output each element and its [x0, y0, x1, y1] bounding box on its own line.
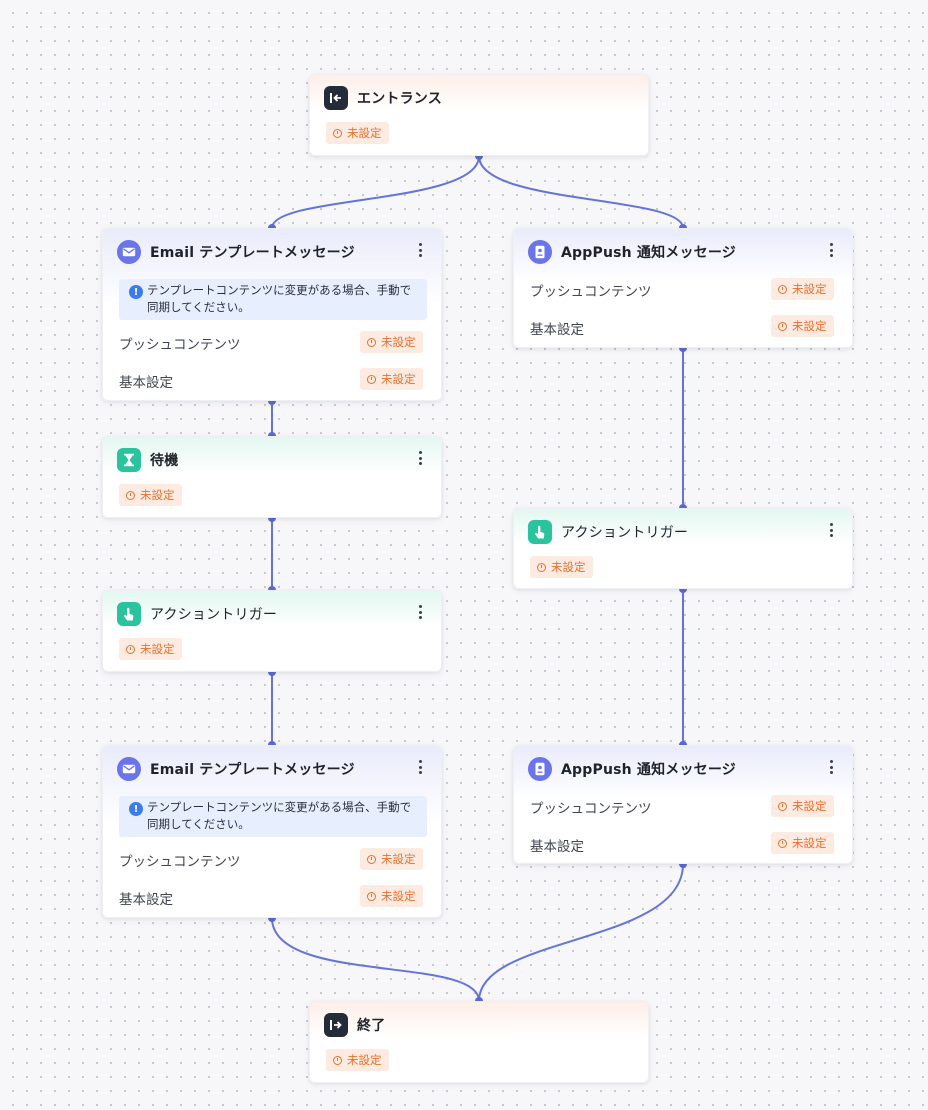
hourglass-icon [117, 448, 141, 472]
more-options-icon[interactable] [828, 521, 834, 539]
email-message-node[interactable]: Email テンプレートメッセージ ! テンプレートコンテンツに変更がある場合、… [102, 745, 442, 918]
email-icon [117, 757, 141, 781]
node-header: 待機 [117, 447, 178, 473]
node-header: Email テンプレートメッセージ [117, 756, 355, 782]
info-icon: ! [129, 802, 143, 816]
more-options-icon[interactable] [417, 449, 423, 467]
status-badge[interactable]: 未設定 [530, 556, 593, 578]
warning-circle-icon [126, 490, 135, 500]
node-title: アクショントリガー [150, 607, 278, 623]
sync-notice: ! テンプレートコンテンツに変更がある場合、手動で同期してください。 [119, 796, 427, 837]
warning-circle-icon [333, 1055, 342, 1065]
push-content-label: プッシュコンテンツ [530, 801, 652, 817]
sync-notice: ! テンプレートコンテンツに変更がある場合、手動で同期してください。 [119, 279, 427, 320]
entrance-node[interactable]: エントランス 未設定 [309, 74, 649, 156]
node-header: 終了 [324, 1012, 385, 1038]
more-options-icon[interactable] [417, 758, 423, 776]
node-header: アクショントリガー [117, 601, 277, 627]
push-content-label: プッシュコンテンツ [530, 284, 652, 300]
warning-circle-icon [333, 128, 342, 138]
wait-node[interactable]: 待機 未設定 [102, 436, 442, 518]
warning-circle-icon [778, 801, 787, 811]
email-message-node[interactable]: Email テンプレートメッセージ ! テンプレートコンテンツに変更がある場合、… [102, 228, 442, 401]
warning-circle-icon [367, 891, 376, 901]
basic-settings-label: 基本設定 [530, 322, 584, 338]
entrance-icon [324, 86, 348, 110]
app-push-node[interactable]: AppPush 通知メッセージ プッシュコンテンツ 未設定 基本設定 未設定 [513, 228, 853, 348]
edge-entrance-email1 [271, 155, 480, 229]
node-header: Email テンプレートメッセージ [117, 239, 355, 265]
node-title: エントランス [357, 91, 442, 107]
warning-circle-icon [367, 337, 376, 347]
status-badge[interactable]: 未設定 [771, 315, 834, 337]
node-title: AppPush 通知メッセージ [561, 245, 736, 261]
node-title: AppPush 通知メッセージ [561, 762, 736, 778]
node-header: アクショントリガー [528, 519, 688, 545]
edge-email2-end [271, 917, 480, 1002]
email-icon [117, 240, 141, 264]
node-header: エントランス [324, 85, 442, 111]
status-badge[interactable]: 未設定 [360, 885, 423, 907]
app-push-icon [528, 240, 552, 264]
end-node[interactable]: 終了 未設定 [309, 1001, 649, 1083]
push-content-label: プッシュコンテンツ [119, 337, 241, 353]
node-title: Email テンプレートメッセージ [150, 762, 355, 778]
warning-circle-icon [537, 562, 546, 572]
status-badge[interactable]: 未設定 [771, 795, 834, 817]
warning-circle-icon [126, 644, 135, 654]
node-title: 待機 [150, 453, 179, 469]
warning-circle-icon [367, 854, 376, 864]
basic-settings-label: 基本設定 [119, 375, 173, 391]
status-badge: 未設定 [326, 1049, 389, 1071]
warning-circle-icon [778, 838, 787, 848]
more-options-icon[interactable] [417, 241, 423, 259]
more-options-icon[interactable] [828, 758, 834, 776]
action-trigger-node[interactable]: アクショントリガー 未設定 [513, 508, 853, 589]
tap-hand-icon [117, 602, 141, 626]
status-badge[interactable]: 未設定 [119, 484, 182, 506]
status-badge[interactable]: 未設定 [360, 331, 423, 353]
status-badge[interactable]: 未設定 [360, 368, 423, 390]
app-push-node[interactable]: AppPush 通知メッセージ プッシュコンテンツ 未設定 基本設定 未設定 [513, 745, 853, 864]
warning-circle-icon [778, 321, 787, 331]
status-badge[interactable]: 未設定 [360, 848, 423, 870]
node-title: 終了 [357, 1018, 386, 1034]
status-badge: 未設定 [326, 122, 389, 144]
node-header: AppPush 通知メッセージ [528, 756, 736, 782]
app-push-icon [528, 757, 552, 781]
more-options-icon[interactable] [417, 603, 423, 621]
action-trigger-node[interactable]: アクショントリガー 未設定 [102, 590, 442, 672]
basic-settings-label: 基本設定 [119, 892, 173, 908]
more-options-icon[interactable] [828, 241, 834, 259]
warning-circle-icon [778, 284, 787, 294]
status-badge[interactable]: 未設定 [119, 638, 182, 660]
exit-icon [324, 1013, 348, 1037]
status-badge[interactable]: 未設定 [771, 832, 834, 854]
edge-apppush2-end [478, 863, 684, 1002]
edge-entrance-apppush1 [478, 155, 684, 229]
basic-settings-label: 基本設定 [530, 839, 584, 855]
node-title: アクショントリガー [561, 525, 689, 541]
node-title: Email テンプレートメッセージ [150, 245, 355, 261]
status-badge[interactable]: 未設定 [771, 278, 834, 300]
warning-circle-icon [367, 374, 376, 384]
tap-hand-icon [528, 520, 552, 544]
node-header: AppPush 通知メッセージ [528, 239, 736, 265]
push-content-label: プッシュコンテンツ [119, 854, 241, 870]
info-icon: ! [129, 285, 143, 299]
